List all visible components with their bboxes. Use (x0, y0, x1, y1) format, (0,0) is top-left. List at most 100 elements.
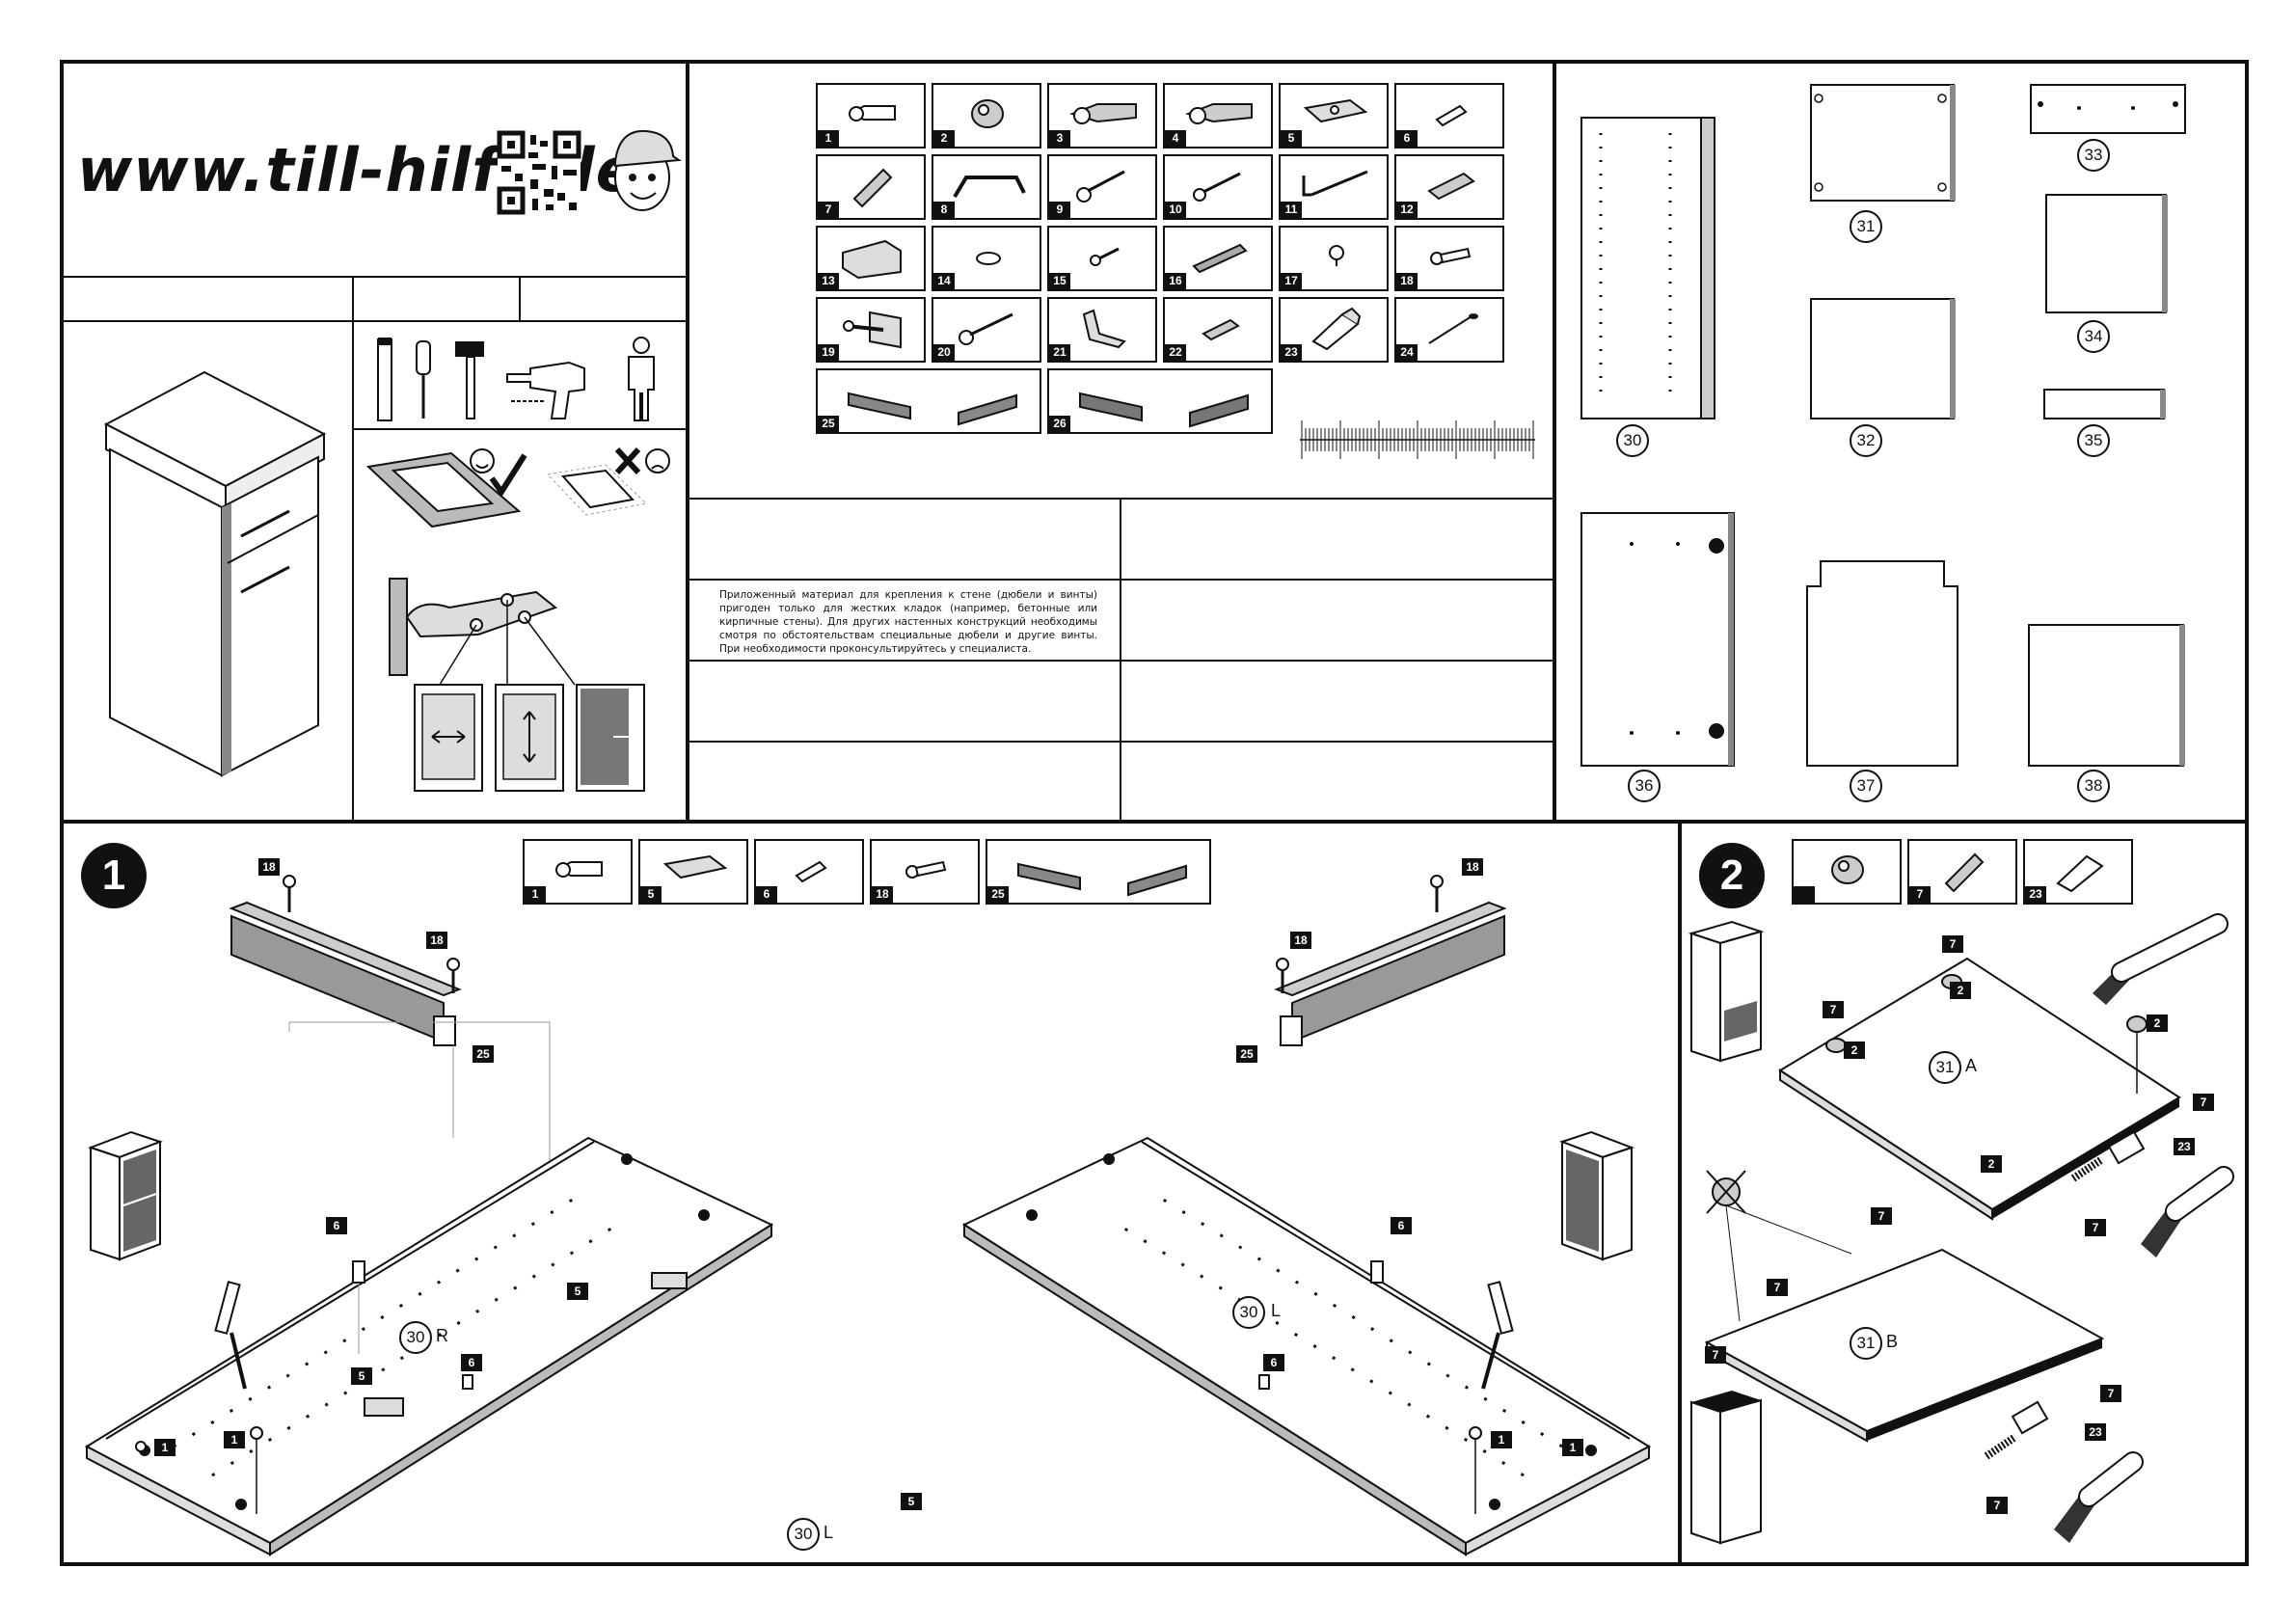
panel-36-drawing (1580, 512, 1735, 767)
frame-right (2245, 60, 2249, 1566)
glue-tube-icon (2056, 854, 2104, 893)
part-number: 20 (933, 344, 955, 361)
panel-label-38: 38 (2077, 770, 2110, 802)
drawer-runner-icon (1079, 392, 1249, 428)
screw-icon (1076, 170, 1125, 203)
panel-label-31: 31 (1850, 210, 1882, 243)
part-number: 1 (818, 130, 839, 147)
part-number: 7 (818, 202, 839, 218)
cam-lock-icon (1831, 855, 1864, 884)
part-cell-16: 16 (1163, 226, 1273, 291)
panel-30-drawing (1580, 117, 1715, 419)
part-cell-26: 26 (1047, 368, 1273, 434)
mounting-plate-icon (662, 854, 728, 879)
panel-31-drawing (1810, 84, 1956, 202)
part-number: 14 (933, 273, 955, 289)
bolt-icon (905, 860, 947, 879)
drawer-runner-icon (1017, 862, 1187, 897)
tools-hline (353, 428, 687, 430)
bolt-icon (848, 105, 896, 122)
wood-dowel-icon (852, 168, 893, 208)
panel-35-drawing (2043, 389, 2166, 419)
step2-part-7: 7 (1907, 839, 2017, 905)
screw-icon (959, 312, 1013, 345)
cabinet-illustration (103, 370, 327, 777)
part-number: 9 (1049, 202, 1070, 218)
left-vline-1 (352, 276, 354, 822)
part-number: 13 (818, 273, 839, 289)
callout-23: 23 (2085, 1423, 2106, 1441)
panel-label-31-a: 31 (1929, 1051, 1961, 1084)
part-cell-20: 20 (932, 297, 1041, 363)
frame-mid-divider (60, 820, 2249, 824)
part-cell-6: 6 (1394, 83, 1504, 149)
part-number: 11 (1281, 202, 1302, 218)
callout-1: 1 (224, 1431, 245, 1448)
callout-18: 18 (1462, 858, 1483, 876)
panel-side-r: R (436, 1326, 448, 1345)
mascot-icon (614, 129, 682, 211)
callout-7: 7 (1871, 1207, 1892, 1225)
tools-icons (377, 337, 655, 421)
hinge-adjustment-diagram (389, 578, 645, 792)
screw-icon (1193, 172, 1241, 202)
qr-code-icon (497, 130, 581, 215)
part-cell-14: 14 (932, 226, 1041, 291)
callout-1: 1 (154, 1439, 176, 1456)
callout-2: 2 (2147, 1014, 2168, 1032)
panel-label-30-l: 30 (1232, 1296, 1265, 1329)
bumper-icon (976, 252, 1001, 265)
callout-2: 2 (1950, 982, 1971, 999)
panel-label-32: 32 (1850, 424, 1882, 457)
panel-label-30-l-bottom: 30 (787, 1518, 820, 1551)
part-number: 25 (818, 416, 839, 432)
callout-5: 5 (901, 1493, 922, 1510)
part-number: 26 (1049, 416, 1070, 432)
handle-icon (953, 176, 1026, 199)
step1-part-18: 18 (870, 839, 980, 905)
screw-icon (1090, 247, 1120, 266)
part-cell-7: 7 (816, 154, 926, 220)
part-cell-15: 15 (1047, 226, 1157, 291)
part-number: 24 (1396, 344, 1418, 361)
part-cell-25: 25 (816, 368, 1041, 434)
hinge-icon (1068, 103, 1137, 124)
step-number-2: 2 (1699, 843, 1765, 908)
part-number: 1 (525, 886, 546, 903)
panel-label-31-b: 31 (1850, 1327, 1882, 1360)
part-number: 12 (1396, 202, 1418, 218)
wall-plug-icon (1427, 172, 1475, 201)
callout-2: 2 (1981, 1155, 2002, 1173)
rail-pin-icon (1192, 243, 1248, 274)
part-cell-23: 23 (1279, 297, 1389, 363)
callout-1: 1 (1491, 1431, 1512, 1448)
callout-25: 25 (473, 1045, 494, 1063)
wall-mounting-note: Приложенный материал для крепления к сте… (719, 589, 1097, 655)
panel-32-drawing (1810, 298, 1956, 419)
part-cell-13: 13 (816, 226, 926, 291)
callout-7: 7 (1705, 1346, 1726, 1364)
part-number: 18 (872, 886, 893, 903)
wood-dowel-icon (1944, 852, 1985, 893)
left-vline-2 (519, 276, 521, 320)
callout-6: 6 (1263, 1354, 1284, 1371)
part-number: 21 (1049, 344, 1070, 361)
dowel-icon (1435, 104, 1468, 127)
part-number: 10 (1165, 202, 1186, 218)
part-cell-11: 11 (1279, 154, 1389, 220)
step1-left-assembly (84, 875, 774, 1556)
callout-7: 7 (1823, 1001, 1844, 1018)
clip-icon (1082, 309, 1126, 349)
drawer-runner-icon (848, 392, 1017, 426)
hook-screw-icon (1302, 170, 1368, 197)
callout-7: 7 (2085, 1219, 2106, 1236)
step1-part-6: 6 (754, 839, 864, 905)
part-number: 2 (933, 130, 955, 147)
part-cell-19: 19 (816, 297, 926, 363)
part-cell-8: 8 (932, 154, 1041, 220)
callout-1: 1 (1562, 1439, 1583, 1456)
part-number: 17 (1281, 273, 1302, 289)
step1-part-5: 5 (638, 839, 748, 905)
part-number: 4 (1165, 130, 1186, 147)
callout-7: 7 (2193, 1094, 2214, 1111)
